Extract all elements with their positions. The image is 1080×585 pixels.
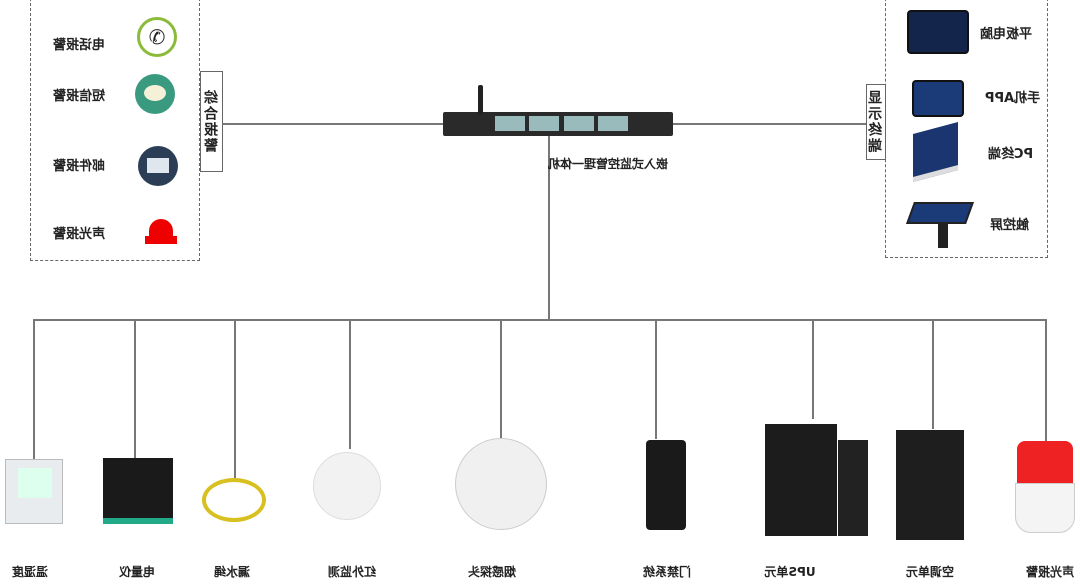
antenna-icon (478, 85, 483, 115)
device-label: 空调单元 (905, 565, 955, 579)
display-item-label: 触控屏 (990, 218, 1030, 233)
hub-label: 嵌入式监控管理一体机 (548, 157, 669, 171)
smoke-detector-image (455, 438, 547, 530)
device-label: 漏水绳 (213, 565, 251, 579)
drop-line (500, 319, 502, 439)
hub-drop-line (548, 136, 550, 320)
siren-device-image (1015, 441, 1075, 533)
mail-icon (138, 146, 178, 186)
phone-icon: ✆ (137, 17, 177, 57)
infrared-image (313, 452, 381, 520)
alarm-group-title: 综合报警 (200, 71, 223, 172)
kiosk-stand (938, 224, 948, 248)
display-item-label: 平板电脑 (980, 27, 1033, 42)
display-item-label: PC终端 (988, 147, 1034, 162)
ups-image (765, 424, 837, 536)
drop-line (932, 319, 934, 429)
hub-device (443, 85, 673, 136)
port-block (529, 116, 559, 131)
chat-icon (135, 74, 175, 114)
alarm-group-box (30, 0, 200, 261)
drop-line (134, 319, 136, 459)
display-link-line (672, 123, 867, 125)
device-label: 门禁系统 (642, 565, 692, 579)
port-block (564, 116, 594, 131)
drop-line (33, 319, 35, 459)
air-conditioner-image (896, 430, 964, 540)
device-label: 电量仪 (118, 565, 156, 579)
device-label: 声光报警 (1025, 565, 1075, 579)
alarm-item-label: 声光报警 (53, 227, 106, 242)
device-label: UPS单元 (764, 565, 816, 579)
device-label: 烟感探头 (467, 565, 517, 579)
alarm-link-line (222, 123, 444, 125)
drop-line (655, 319, 657, 439)
ups-image-small (838, 440, 868, 536)
bus-line (33, 319, 1046, 321)
port-block (598, 116, 628, 131)
touchscreen-image (905, 202, 975, 224)
power-meter-image (103, 458, 173, 524)
drop-line (349, 319, 351, 449)
alarm-item-label: 邮件报警 (53, 159, 106, 174)
phone-app-image (912, 80, 964, 117)
device-label: 红外监测 (327, 565, 377, 579)
alarm-item-label: 短信报警 (53, 89, 106, 104)
port-block (495, 116, 525, 131)
device-label: 温湿度 (11, 565, 49, 579)
leak-rope-image (202, 478, 266, 522)
drop-line (1045, 319, 1047, 444)
display-item-label: 手机APP (985, 91, 1041, 106)
temp-humidity-image (5, 459, 63, 524)
access-control-image (646, 440, 686, 530)
drop-line (812, 319, 814, 419)
drop-line (234, 319, 236, 479)
alarm-item-label: 电话报警 (53, 38, 106, 53)
tablet-image (907, 10, 969, 54)
display-group-title: 显示终端 (866, 84, 886, 160)
siren-icon (145, 215, 177, 245)
